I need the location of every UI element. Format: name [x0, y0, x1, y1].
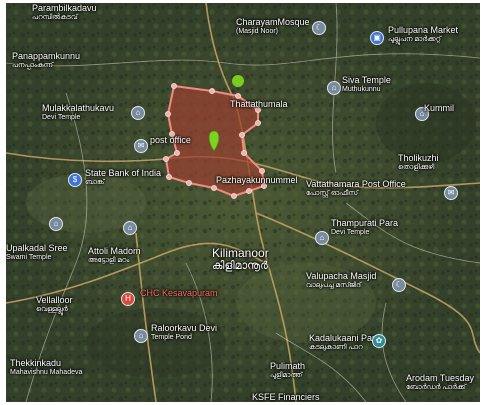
worship-icon[interactable]: ⌂	[327, 81, 341, 95]
place-label[interactable]: Pazhayakunnummel	[216, 175, 298, 185]
market-icon[interactable]: ▣	[370, 31, 384, 45]
worship-icon[interactable]: ⌂	[315, 231, 329, 245]
bank-icon[interactable]: $	[68, 173, 82, 187]
place-label[interactable]: Thattathumala	[230, 99, 288, 109]
park-icon[interactable]: ✿	[372, 334, 386, 348]
hospital-icon[interactable]: H	[121, 292, 135, 306]
location-marker	[208, 130, 220, 152]
post-icon[interactable]: ✉	[134, 139, 148, 153]
worship-icon[interactable]: ⌂	[415, 107, 429, 121]
worship-icon[interactable]: ⌂	[49, 217, 63, 231]
post-icon[interactable]: ✉	[444, 186, 458, 200]
mosque-icon[interactable]: ☾	[392, 278, 406, 292]
place-label[interactable]: CharayamMosque(Masjid Noor)	[236, 17, 310, 35]
mosque-icon[interactable]: ☾	[312, 21, 326, 35]
place-label[interactable]: Kummil	[424, 103, 455, 113]
worship-icon[interactable]: ⌂	[131, 106, 145, 120]
place-label[interactable]: KSFE Financiers	[252, 392, 320, 402]
place-label[interactable]: CHC Kesavapuram	[140, 288, 218, 298]
place-label[interactable]: post office	[150, 135, 191, 145]
satellite-imagery	[6, 3, 480, 402]
worship-icon[interactable]: ⌂	[134, 329, 148, 343]
worship-icon[interactable]: ⌂	[123, 221, 137, 235]
